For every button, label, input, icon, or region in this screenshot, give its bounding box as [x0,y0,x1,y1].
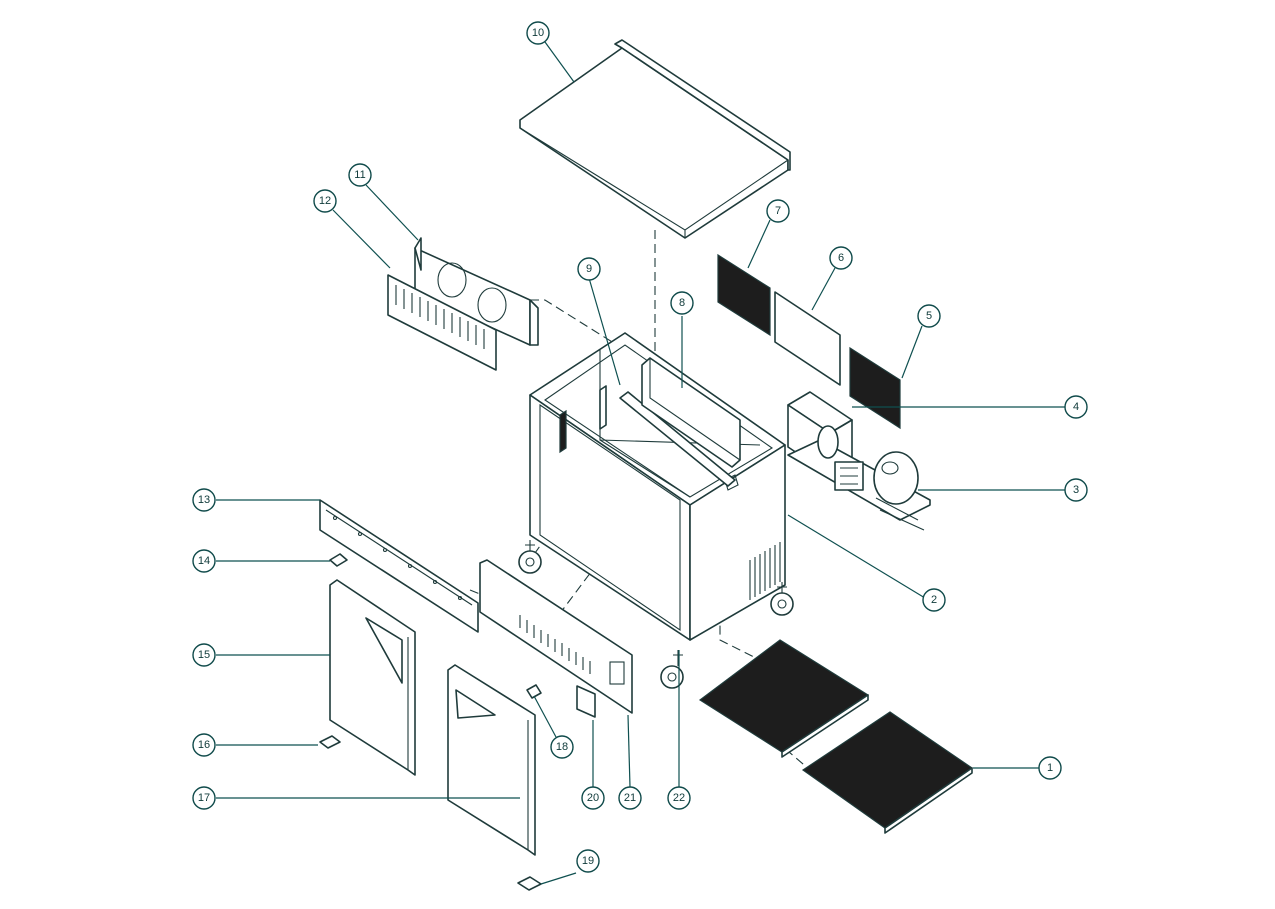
svg-text:9: 9 [586,263,592,275]
hinge-top [329,553,348,567]
callout-5: 5 [917,304,941,328]
bracket-plate [414,237,539,346]
wire-shelf-2 [801,711,974,834]
svg-text:10: 10 [532,27,544,39]
callout-4: 4 [1064,395,1088,419]
svg-text:15: 15 [198,649,210,661]
callout-18: 18 [550,735,574,759]
hinge-bottom [319,735,341,749]
latch [526,684,542,699]
svg-text:13: 13 [198,494,210,506]
wire-shelf-1 [698,639,870,758]
callout-10: 10 [526,21,550,45]
louvered-back-panel [387,274,497,371]
svg-text:8: 8 [679,297,685,309]
callout-15: 15 [192,643,216,667]
hinge-lower [517,876,542,891]
callout-22: 22 [667,786,691,810]
svg-text:5: 5 [926,310,932,322]
svg-text:17: 17 [198,792,210,804]
condensing-unit [787,391,931,531]
callout-16: 16 [192,733,216,757]
leader-lines [216,41,1067,885]
door-left [329,579,416,776]
grille-7 [717,253,771,337]
callout-20: 20 [581,786,605,810]
caster-wheel-rear-left [518,540,542,574]
svg-text:22: 22 [673,792,685,804]
door-right [447,664,536,856]
callout-17: 17 [192,786,216,810]
grille-5 [849,346,901,430]
svg-text:6: 6 [838,252,844,264]
caster-wheel-front-right [770,582,794,616]
door-rail [319,499,479,633]
callout-6: 6 [829,246,853,270]
svg-text:3: 3 [1073,484,1079,496]
callout-8: 8 [670,291,694,315]
top-work-surface [519,39,791,239]
callout-3: 3 [1064,478,1088,502]
svg-text:18: 18 [556,741,568,753]
callout-21: 21 [618,786,642,810]
svg-text:16: 16 [198,739,210,751]
callout-2: 2 [922,588,946,612]
caster-wheel-loose [660,650,684,689]
svg-text:1: 1 [1047,762,1053,774]
svg-text:21: 21 [624,792,636,804]
callout-19: 19 [576,849,600,873]
svg-text:14: 14 [198,555,210,567]
svg-text:2: 2 [931,594,937,606]
svg-text:7: 7 [775,205,781,217]
svg-text:12: 12 [319,195,331,207]
panel-6 [774,291,841,386]
callout-14: 14 [192,549,216,573]
svg-text:11: 11 [354,169,365,181]
svg-text:4: 4 [1073,401,1079,413]
callout-11: 11 [348,163,372,187]
callout-12: 12 [313,189,337,213]
svg-text:19: 19 [582,855,594,867]
main-cabinet [529,332,786,641]
front-panel [479,559,633,714]
callout-9: 9 [577,257,601,281]
small-plate [576,685,596,718]
callout-7: 7 [766,199,790,223]
callout-13: 13 [192,488,216,512]
callout-1: 1 [1038,756,1062,780]
svg-text:20: 20 [587,792,599,804]
